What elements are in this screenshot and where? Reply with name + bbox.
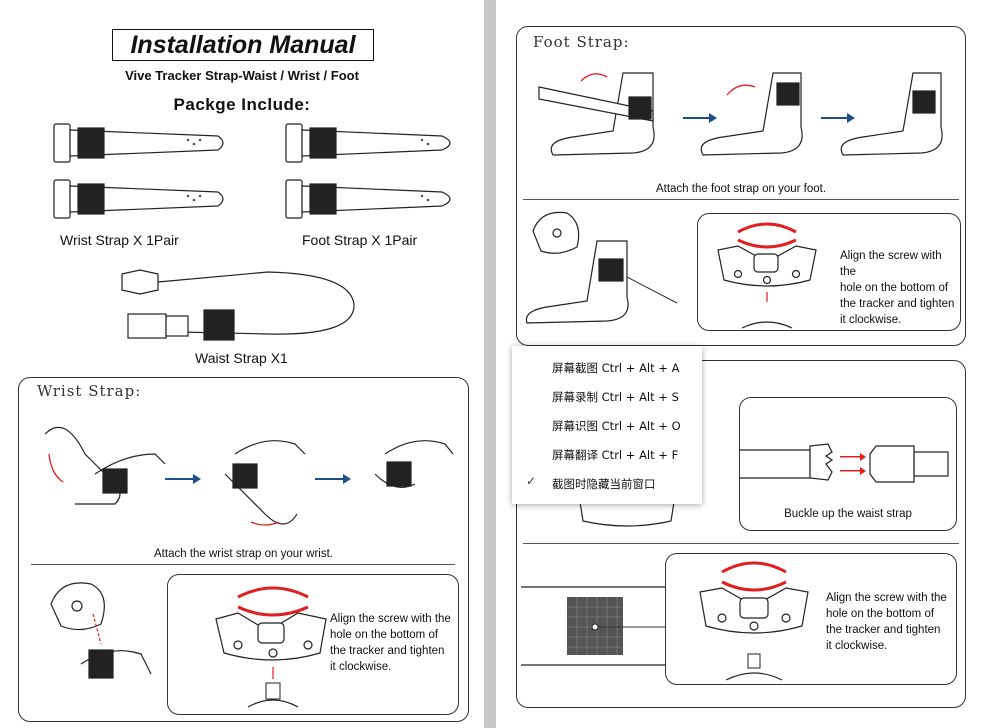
left-page: Installation Manual Vive Tracker Strap-W… — [0, 0, 484, 728]
wrist-strap-panel: Wrist Strap: Attach the wrist stra — [18, 377, 469, 722]
foot-instr-line: Align the screw with the — [840, 250, 942, 278]
waist-label: Waist Strap X1 — [195, 350, 288, 366]
waist-band-illustration — [521, 586, 671, 666]
package-heading: Packge Include: — [173, 95, 311, 114]
wrist-screw-box: Align the screw with the hole on the bot… — [167, 574, 459, 715]
foot-tracker-mount — [717, 222, 817, 329]
wrist-instr-line: hole on the bottom of — [330, 629, 439, 641]
menu-item-hide-window[interactable]: ✓ 截图时隐藏当前窗口 — [512, 468, 702, 497]
foot-screw-box: Align the screw with the hole on the bot… — [697, 213, 961, 331]
waist-instructions: Align the screw with the hole on the bot… — [826, 590, 947, 654]
foot-tracker-illustration — [525, 211, 678, 324]
checkmark-icon: ✓ — [526, 474, 537, 488]
foot-steps-illustration — [538, 72, 943, 156]
buckle-illustration — [740, 443, 949, 483]
wrist-tracker-mount — [215, 586, 327, 708]
title-box: Installation Manual — [112, 29, 374, 61]
foot-instr-line: it clockwise. — [840, 314, 902, 326]
menu-item-label: 屏幕录制 Ctrl + Alt + S — [552, 390, 679, 404]
menu-item-screenshot[interactable]: 屏幕截图 Ctrl + Alt + A — [512, 352, 702, 381]
menu-item-label: 屏幕截图 Ctrl + Alt + A — [552, 361, 680, 375]
foot-strap-panel: Foot Strap: Attach the foot strap on you… — [516, 26, 966, 346]
page-gutter — [484, 0, 496, 728]
wrist-caption: Attach the wrist strap on your wrist. — [154, 548, 333, 560]
menu-item-screen-ocr[interactable]: 屏幕识图 Ctrl + Alt + O — [512, 410, 702, 439]
wrist-instructions: Align the screw with the hole on the bot… — [330, 611, 451, 675]
foot-instructions: Align the screw with the hole on the bot… — [840, 248, 960, 328]
menu-item-screen-translate[interactable]: 屏幕翻译 Ctrl + Alt + F — [512, 439, 702, 468]
foot-panel-title: Foot Strap: — [533, 33, 630, 51]
foot-pair-label: Foot Strap X 1Pair — [302, 232, 418, 248]
waist-tracker-mount — [699, 561, 809, 681]
waist-instr-line: it clockwise. — [826, 640, 888, 652]
buckle-box: Buckle up the waist strap — [739, 397, 957, 531]
foot-divider — [523, 199, 959, 200]
foot-strap-illustration — [285, 123, 451, 219]
foot-instr-line: the tracker and tighten — [840, 298, 955, 310]
menu-item-label: 屏幕翻译 Ctrl + Alt + F — [552, 448, 679, 462]
waist-instr-line: hole on the bottom of — [826, 608, 935, 620]
waist-strap-illustration — [121, 269, 355, 341]
foot-instr-line: hole on the bottom of — [840, 282, 949, 294]
wrist-instr-line: the tracker and tighten — [330, 645, 445, 657]
waist-screw-box: Align the screw with the hole on the bot… — [665, 553, 957, 685]
menu-item-screen-record[interactable]: 屏幕录制 Ctrl + Alt + S — [512, 381, 702, 410]
waist-divider — [523, 543, 959, 544]
wrist-strap-illustration — [53, 123, 224, 219]
waist-instr-line: Align the screw with the — [826, 592, 947, 604]
wrist-pair-label: Wrist Strap X 1Pair — [60, 232, 179, 248]
buckle-caption: Buckle up the waist strap — [784, 508, 912, 520]
wrist-divider — [31, 564, 455, 565]
manual-subtitle: Vive Tracker Strap-Waist / Wrist / Foot — [125, 68, 359, 83]
wrist-steps-illustration — [44, 426, 454, 526]
wrist-panel-title: Wrist Strap: — [37, 382, 142, 400]
wrist-instr-line: it clockwise. — [330, 661, 392, 673]
wrist-instr-line: Align the screw with the — [330, 613, 451, 625]
waist-instr-line: the tracker and tighten — [826, 624, 941, 636]
menu-item-label: 屏幕识图 Ctrl + Alt + O — [552, 419, 681, 433]
wrist-tracker-illustration — [50, 582, 152, 679]
menu-item-label: 截图时隐藏当前窗口 — [552, 477, 656, 491]
foot-caption: Attach the foot strap on your foot. — [655, 183, 827, 195]
manual-title: Installation Manual — [130, 30, 356, 59]
context-menu: 屏幕截图 Ctrl + Alt + A 屏幕录制 Ctrl + Alt + S … — [512, 346, 702, 504]
